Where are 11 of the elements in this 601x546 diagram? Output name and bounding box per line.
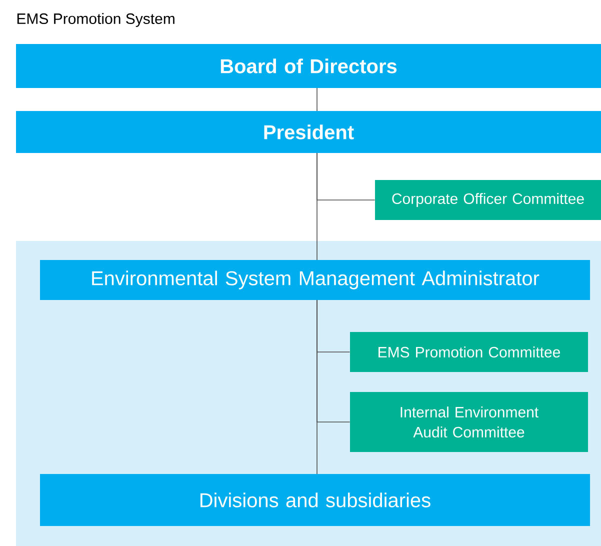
org-box: Board of Directors — [16, 44, 601, 88]
committee-box: Corporate Officer Committee — [375, 180, 601, 220]
connector-line — [316, 300, 350, 422]
org-box: President — [16, 111, 601, 153]
org-box: Divisions and subsidiaries — [40, 474, 590, 526]
connector-line — [316, 88, 318, 112]
committee-box: Internal Environment Audit Committee — [350, 392, 588, 452]
diagram-title: EMS Promotion System — [17, 13, 174, 27]
org-box: Environmental System Management Administrator — [40, 260, 590, 300]
connector-line — [316, 152, 376, 200]
committee-box: EMS Promotion Committee — [350, 332, 588, 372]
